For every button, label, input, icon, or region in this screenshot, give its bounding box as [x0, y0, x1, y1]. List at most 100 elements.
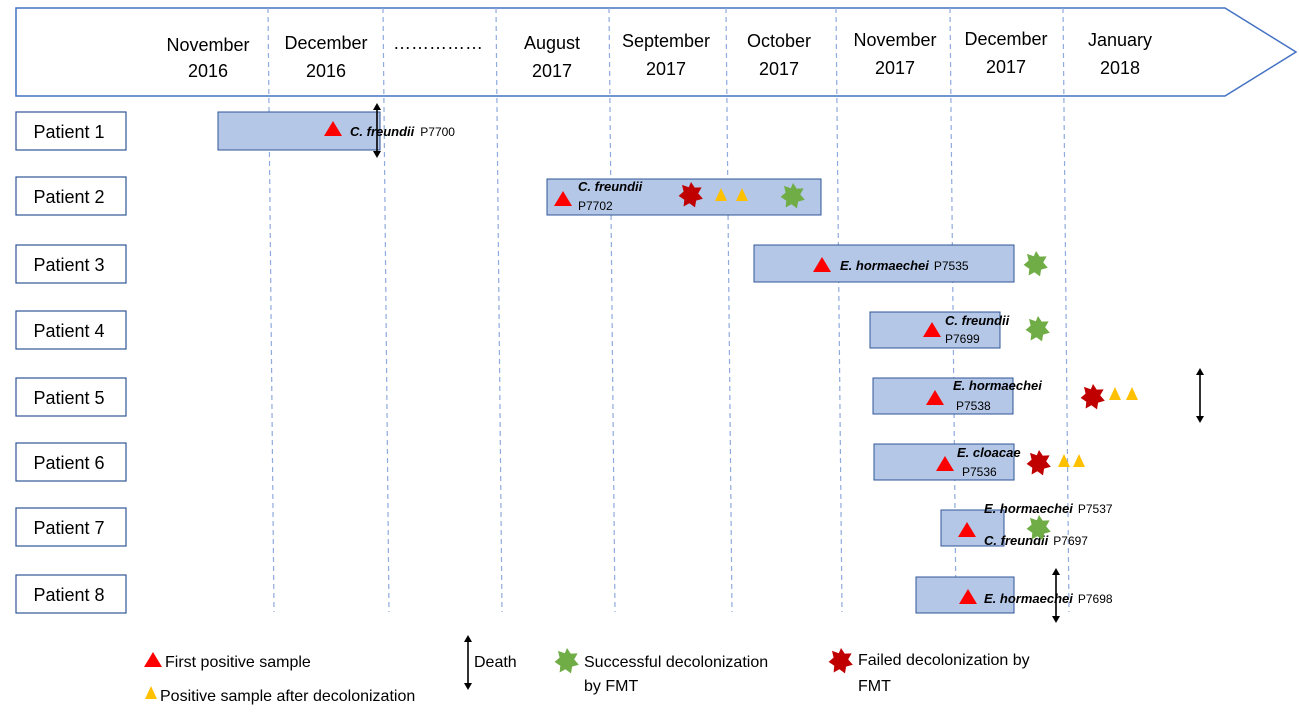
yellow-triangle-icon	[736, 188, 748, 201]
yellow-triangle-icon	[145, 686, 157, 699]
gridline	[608, 7, 616, 613]
patient-label-box	[15, 310, 127, 350]
patient-5-code: P7538	[956, 399, 991, 413]
patient-label-box	[15, 574, 127, 614]
patient-4-code: P7699	[945, 332, 980, 346]
month-ellipsis: ……………	[393, 33, 483, 53]
legend-success-line1: Successful decolonization	[584, 654, 768, 671]
double-arrow-icon	[464, 635, 472, 690]
patient-bars	[217, 111, 1015, 614]
double-arrow-icon	[1052, 568, 1060, 623]
legend-death: Death	[474, 654, 517, 671]
double-arrow-icon	[1196, 368, 1204, 423]
legend-positive-after: Positive sample after decolonization	[160, 688, 415, 705]
month-label: November	[853, 30, 936, 50]
red-triangle-icon	[958, 522, 976, 537]
green-star-icon	[1025, 316, 1050, 342]
patient-7-organism-1: E. hormaechei P7537	[984, 501, 1113, 516]
red-triangle-icon	[923, 322, 941, 337]
month-labels: November 2016 December 2016 …………… August…	[166, 29, 1152, 81]
patient-6-code: P7536	[962, 465, 997, 479]
month-gridlines	[267, 7, 1070, 613]
organism-name: C. freundii	[350, 124, 415, 139]
red-star-icon	[1026, 450, 1051, 476]
month-year: 2018	[1100, 58, 1140, 78]
patient-label: Patient 4	[33, 321, 104, 341]
patient-label-box	[15, 377, 127, 417]
isolate-code: P7697	[1053, 534, 1088, 548]
red-triangle-icon	[926, 390, 944, 405]
patient-label-box	[15, 176, 127, 216]
patient-3-organism: E. hormaechei P7535	[840, 258, 969, 273]
patient-label: Patient 8	[33, 585, 104, 605]
patient-labels: Patient 1 Patient 2 Patient 3 Patient 4 …	[15, 111, 127, 614]
patient-3-bar	[753, 244, 1015, 283]
red-triangle-icon	[144, 652, 162, 667]
patient-label-box	[15, 244, 127, 284]
red-triangle-icon	[959, 589, 977, 604]
yellow-triangle-icon	[1126, 387, 1138, 400]
legend-success-line2: by FMT	[584, 678, 638, 695]
gridline	[725, 7, 733, 613]
month-year: 2016	[188, 61, 228, 81]
double-arrow-icon	[373, 103, 381, 158]
gridline	[382, 7, 390, 613]
month-year: 2017	[646, 59, 686, 79]
isolate-code: P7535	[934, 259, 969, 273]
patient-label: Patient 5	[33, 388, 104, 408]
organism-name: E. hormaechei	[984, 501, 1073, 516]
legend-failed-line2: FMT	[858, 678, 891, 695]
first-positive-markers	[324, 121, 977, 604]
timeline-header-arrow	[15, 7, 1298, 97]
organism-name: E. hormaechei	[984, 591, 1073, 606]
isolate-code: P7537	[1078, 502, 1113, 516]
yellow-triangle-icon	[1073, 454, 1085, 467]
red-triangle-icon	[813, 257, 831, 272]
legend: First positive sample Positive sample af…	[144, 635, 1030, 705]
patient-2-bar	[546, 178, 822, 216]
legend-failed-line1: Failed decolonization by	[858, 652, 1030, 669]
month-year: 2017	[532, 61, 572, 81]
month-year: 2016	[306, 61, 346, 81]
patient-1-organism: C. freundii P7700	[350, 124, 455, 139]
patient-6-organism: E. cloacae	[957, 445, 1021, 460]
gridline	[949, 7, 957, 613]
green-star-icon	[554, 648, 579, 674]
month-label: January	[1088, 30, 1152, 50]
patient-label: Patient 2	[33, 187, 104, 207]
patient-2-organism: C. freundii	[578, 179, 643, 194]
patient-label-box	[15, 111, 127, 151]
patient-5-bar	[872, 377, 1014, 415]
month-label: August	[524, 33, 580, 53]
patient-2-code: P7702	[578, 199, 613, 213]
month-label: December	[964, 29, 1047, 49]
gridline	[835, 7, 843, 613]
organism-labels: C. freundii P7700 C. freundii P7702 E. ho…	[350, 124, 1113, 606]
patient-1-bar	[217, 111, 381, 151]
organism-name: E. hormaechei	[840, 258, 929, 273]
patient-8-organism: E. hormaechei P7698	[984, 591, 1113, 606]
success-fmt-markers	[780, 183, 1051, 541]
patient-5-organism: E. hormaechei	[953, 378, 1042, 393]
patient-7-bar	[940, 509, 1005, 547]
month-year: 2017	[759, 59, 799, 79]
gridline	[267, 7, 275, 613]
month-label: October	[747, 31, 811, 51]
gridline	[1062, 7, 1070, 613]
isolate-code: P7698	[1078, 592, 1113, 606]
legend-first-positive: First positive sample	[165, 654, 311, 671]
patient-4-organism: C. freundii	[945, 313, 1010, 328]
red-star-icon	[1080, 384, 1105, 410]
month-year: 2017	[875, 58, 915, 78]
isolate-code: P7700	[420, 125, 455, 139]
month-label: September	[622, 31, 710, 51]
yellow-triangle-icon	[715, 188, 727, 201]
month-label: December	[284, 33, 367, 53]
red-triangle-icon	[324, 121, 342, 136]
yellow-triangle-icon	[1109, 387, 1121, 400]
patient-label-box	[15, 442, 127, 482]
positive-after-markers	[715, 188, 1138, 467]
month-year: 2017	[986, 57, 1026, 77]
